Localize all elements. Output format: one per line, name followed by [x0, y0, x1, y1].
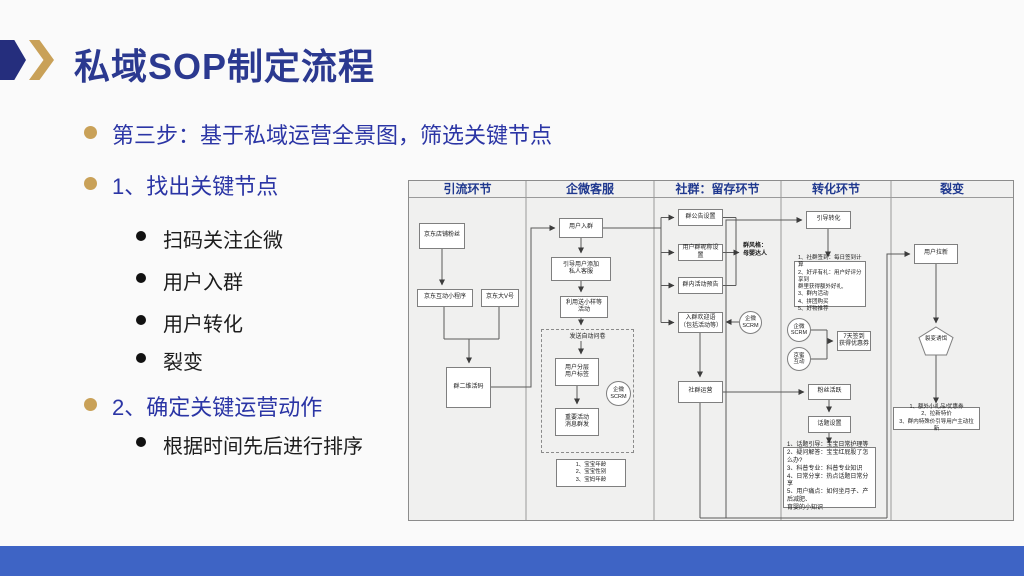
black-bullet-icon: [136, 231, 146, 241]
node-announce: 群公告设置: [678, 209, 723, 226]
auto-survey-label: 发送自动问卷: [569, 334, 606, 340]
node-jd-miniprogram: 京东互动小程序: [417, 289, 473, 307]
sub-bullet-text: 裂变: [163, 352, 203, 374]
node-nickname: 用户群昵称设置: [678, 244, 723, 261]
node-user-tier: 用户分层 用户标签: [555, 358, 599, 386]
gold-bullet-icon: [84, 398, 97, 411]
node-community-op: 社群运营: [678, 381, 723, 403]
node-fans-active: 粉丝活跃: [808, 384, 851, 400]
sub-bullet: 用户转化: [136, 308, 243, 337]
page-title: 私域SOP制定流程: [74, 46, 376, 87]
scrm-circle: 企微 SCRM: [739, 311, 762, 334]
chevron-gold-icon: [29, 40, 54, 80]
column-header-fission: 裂变: [939, 182, 964, 196]
node-welcome: 入群欢迎语 （包括活动等）: [678, 312, 723, 333]
sub-bullet-text: 用户入群: [163, 272, 243, 294]
black-bullet-icon: [136, 437, 146, 447]
node-activity-preview: 群内活动预告: [678, 277, 723, 294]
node-msg-broadcast: 重要活动 消息群发: [555, 408, 599, 436]
scrm-circle: 企微 SCRM: [606, 381, 631, 406]
node-guide-add: 引导用户添加 私人客服: [551, 257, 611, 281]
bullet-point2: 2、确定关键运营动作: [84, 390, 322, 422]
group-style-note: 群风格： 母婴达人: [743, 243, 768, 257]
scrm-circle: 企微 SCRM: [787, 318, 811, 342]
gold-bullet-icon: [84, 177, 97, 190]
node-convert-items: 1、社群签到：每日签到计算 2、好评有礼：用户好评分享到 群里获得额外好礼, 3…: [794, 255, 866, 312]
bullet-step3-text: 第三步：基于私域运营全景图，筛选关键节点: [112, 123, 553, 148]
black-bullet-icon: [136, 315, 146, 325]
black-bullet-icon: [136, 273, 146, 283]
node-user-acquire: 用户拉新: [914, 244, 958, 264]
bullet-point1: 1、找出关键节点: [84, 169, 278, 201]
node-topic-set: 话题设置: [808, 416, 851, 433]
bullet-point2-text: 2、确定关键运营动作: [112, 395, 323, 420]
sub-bullet-text: 用户转化: [163, 314, 243, 336]
node-jd-store-fans: 京东店铺粉丝: [419, 223, 465, 249]
pentagon-label: 裂变诱饵: [924, 336, 947, 342]
node-user-join: 用户入群: [559, 218, 603, 238]
column-header-retention: 社群：留存环节: [675, 182, 760, 196]
node-jd-big-account: 京东大V号: [481, 289, 519, 307]
node-group-qr: 群二维活码: [446, 367, 491, 408]
node-fission-items: 1、额外小礼品/优惠券 2、拉新特价 3、群内特殊价引导用户主动拉新: [893, 404, 980, 432]
jingmi-circle: 京蜜 互动: [787, 347, 811, 371]
gold-bullet-icon: [84, 126, 97, 139]
bullet-step3: 第三步：基于私域运营全景图，筛选关键节点: [84, 118, 552, 150]
node-survey-items: 1、宝宝年龄 2、宝宝性别 3、宝妈年龄: [556, 459, 626, 487]
sub-bullet: 用户入群: [136, 266, 243, 295]
bullet-point1-text: 1、找出关键节点: [112, 174, 279, 199]
sub-bullet-text: 扫码关注企微: [163, 230, 283, 252]
flowchart-connectors: [409, 181, 1013, 520]
sub-bullet: 裂变: [136, 346, 203, 375]
node-topic-items: 1、话题引导：宝宝日常护理等 2、疑问解答：宝宝红屁股了怎么办? 3、科普专业：…: [783, 442, 876, 511]
chevron-navy-icon: [0, 40, 26, 80]
flowchart: 引流环节 企微客服 社群：留存环节 转化环节 裂变: [408, 180, 1014, 521]
sub-bullet: 根据时间先后进行排序: [136, 430, 363, 459]
node-guide-convert: 引导转化: [806, 211, 851, 229]
sub-bullet: 扫码关注企微: [136, 224, 283, 253]
column-header-traffic: 引流环节: [443, 182, 492, 196]
sub-bullet-text: 根据时间先后进行排序: [163, 436, 363, 458]
auto-survey-group: [541, 329, 634, 453]
column-header-wecom: 企微客服: [565, 182, 614, 196]
column-header-convert: 转化环节: [811, 182, 860, 196]
node-sample-activity: 利用送小样等 活动: [560, 296, 608, 318]
footer-bar: [0, 546, 1024, 576]
black-bullet-icon: [136, 353, 146, 363]
node-signin7: 7天签到 获得优惠券: [837, 331, 871, 351]
